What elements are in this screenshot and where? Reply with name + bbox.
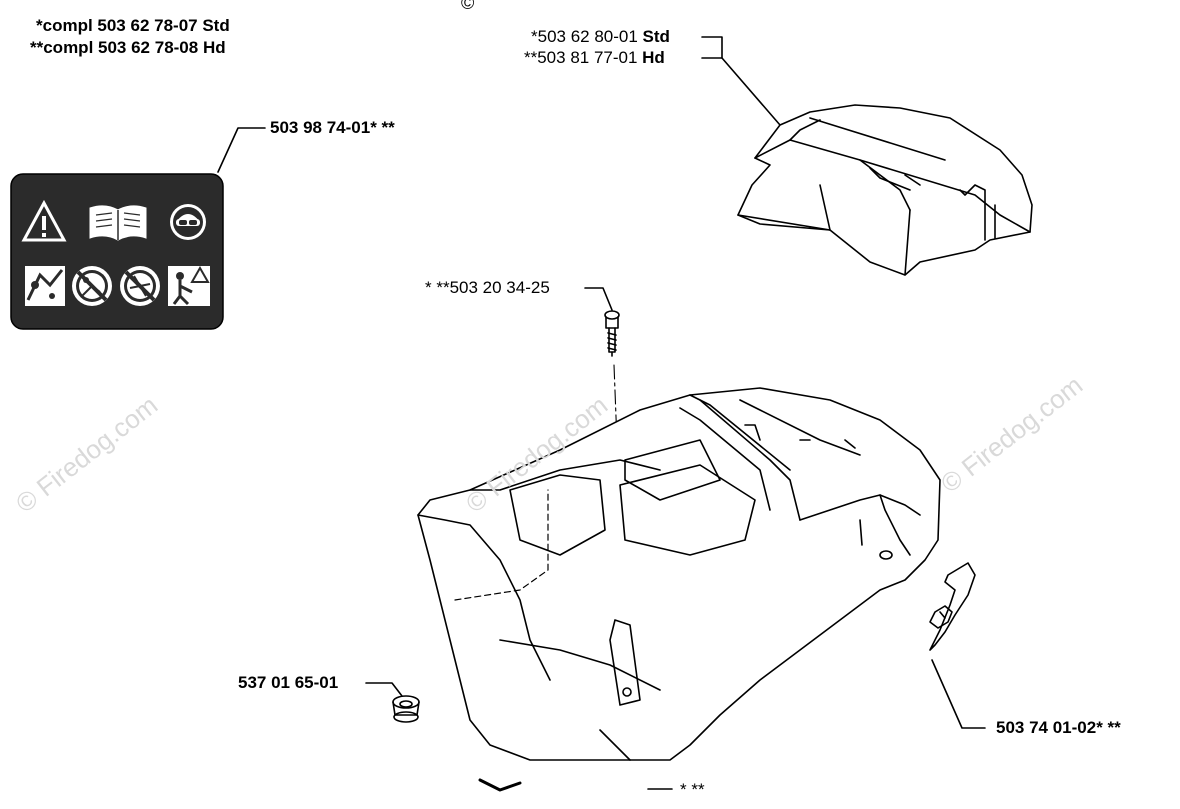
compl-std-label: *compl 503 62 78-07 Std [36,16,230,35]
top-cover [737,104,1033,276]
copyright-symbol: © [461,0,475,13]
hazard-thrown-objects-icon [25,266,65,306]
latch-clip [929,562,976,651]
grommet [392,695,420,723]
warning-triangle-icon [21,199,67,242]
screw [604,310,620,357]
cover-hd-label: **503 81 77-01 Hd [524,48,665,67]
leader-lines [217,36,986,790]
no-blade-icon [120,266,160,306]
grommet-label: 537 01 65-01 [238,673,339,692]
decal-label: 503 98 74-01* ** [270,118,395,137]
housing-label: * ** [680,780,705,799]
manual-book-icon [89,205,147,241]
operator-warning-icon [168,265,210,306]
latch-label: 503 74 01-02* ** [996,718,1121,737]
screw-label: * **503 20 34-25 [425,278,550,297]
main-housing [417,387,941,792]
safety-decal [10,173,224,330]
cover-std-label: *503 62 80-01 Std [531,27,670,46]
eye-ear-protection-icon [170,204,206,240]
no-bystanders-icon [72,266,112,306]
compl-hd-label: **compl 503 62 78-08 Hd [30,38,226,57]
